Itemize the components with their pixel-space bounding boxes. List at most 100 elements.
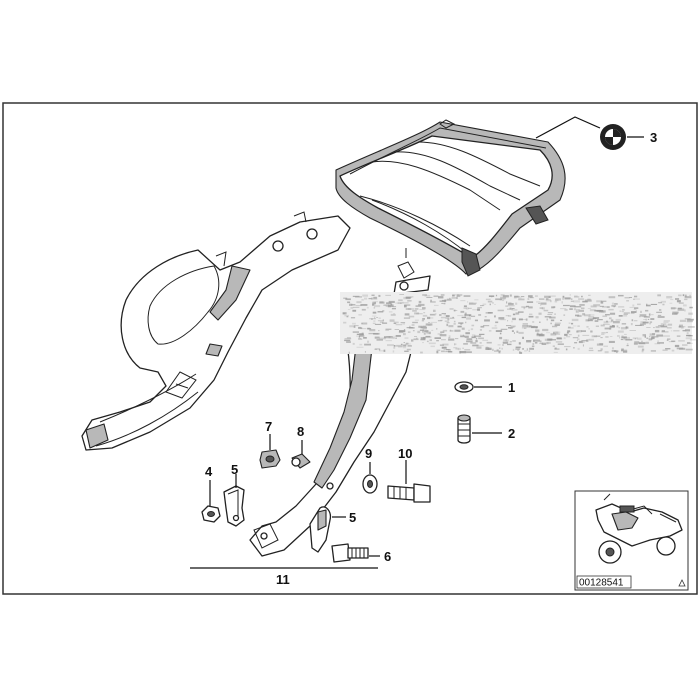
noise-speck bbox=[633, 320, 638, 322]
noise-speck bbox=[457, 347, 461, 351]
noise-speck bbox=[352, 309, 357, 312]
noise-speck bbox=[517, 349, 520, 351]
noise-speck bbox=[403, 329, 406, 331]
noise-speck bbox=[532, 343, 535, 345]
noise-speck bbox=[346, 337, 351, 339]
noise-speck bbox=[670, 307, 677, 309]
noise-speck bbox=[608, 321, 613, 323]
noise-speck bbox=[686, 332, 689, 335]
noise-speck bbox=[564, 309, 568, 311]
noise-speck bbox=[445, 317, 450, 319]
luggage-rack bbox=[335, 119, 566, 277]
noise-speck bbox=[455, 338, 459, 340]
noise-speck bbox=[631, 319, 634, 322]
noise-speck bbox=[452, 294, 455, 297]
noise-speck bbox=[360, 328, 367, 330]
noise-speck bbox=[615, 318, 621, 321]
noise-speck bbox=[405, 296, 411, 299]
noise-speck bbox=[420, 339, 426, 341]
noise-speck bbox=[352, 342, 355, 345]
noise-speck bbox=[638, 342, 646, 345]
noise-speck bbox=[497, 344, 501, 346]
washer-part-1 bbox=[454, 381, 474, 393]
noise-speck bbox=[503, 339, 507, 341]
noise-speck bbox=[491, 327, 498, 329]
noise-speck bbox=[502, 298, 506, 300]
noise-speck bbox=[358, 335, 365, 337]
noise-speck bbox=[629, 306, 634, 308]
noise-speck bbox=[479, 333, 485, 335]
noise-speck bbox=[528, 350, 531, 352]
noise-speck bbox=[621, 311, 624, 313]
noise-speck bbox=[544, 295, 551, 298]
noise-speck bbox=[446, 323, 449, 327]
noise-speck bbox=[539, 342, 543, 344]
noise-speck bbox=[662, 326, 665, 327]
noise-speck bbox=[511, 308, 515, 309]
noise-speck bbox=[541, 307, 545, 310]
noise-speck bbox=[634, 307, 639, 309]
noise-speck bbox=[440, 316, 446, 319]
noise-speck bbox=[390, 303, 393, 305]
noise-speck bbox=[403, 342, 405, 344]
noise-speck bbox=[373, 320, 376, 322]
noise-speck bbox=[514, 296, 521, 298]
noise-speck bbox=[687, 326, 695, 328]
noise-speck bbox=[644, 335, 646, 338]
noise-speck bbox=[682, 344, 688, 346]
noise-speck bbox=[395, 302, 399, 304]
noise-speck bbox=[681, 326, 684, 329]
noise-speck bbox=[518, 342, 521, 345]
noise-speck bbox=[404, 313, 410, 316]
noise-speck bbox=[422, 318, 425, 320]
noise-speck bbox=[436, 340, 439, 342]
noise-speck bbox=[639, 324, 644, 326]
noise-speck bbox=[403, 344, 407, 347]
noise-speck bbox=[377, 311, 384, 313]
noise-speck bbox=[625, 326, 628, 328]
noise-speck bbox=[624, 297, 630, 299]
noise-speck bbox=[536, 301, 541, 303]
noise-speck bbox=[430, 345, 435, 348]
part-number: 00128541 bbox=[579, 578, 624, 589]
noise-speck bbox=[563, 304, 570, 307]
noise-speck bbox=[511, 320, 513, 323]
callout-10: 10 bbox=[398, 446, 412, 461]
noise-speck bbox=[509, 294, 512, 297]
noise-speck bbox=[598, 310, 606, 313]
noise-speck bbox=[408, 315, 415, 318]
noise-speck bbox=[452, 316, 454, 318]
noise-speck bbox=[343, 297, 348, 299]
noise-speck bbox=[448, 325, 454, 328]
noise-speck bbox=[568, 322, 571, 324]
noise-speck bbox=[569, 294, 571, 296]
noise-speck bbox=[464, 335, 469, 338]
noise-speck bbox=[479, 329, 482, 331]
noise-speck bbox=[465, 321, 467, 324]
noise-speck bbox=[571, 298, 573, 300]
noise-speck bbox=[383, 304, 390, 306]
noise-speck bbox=[600, 324, 605, 327]
noise-speck bbox=[414, 312, 420, 315]
noise-speck bbox=[483, 325, 490, 327]
noise-speck bbox=[470, 342, 477, 344]
noise-speck bbox=[403, 333, 406, 336]
noise-speck bbox=[471, 336, 476, 339]
noise-speck bbox=[347, 301, 351, 304]
noise-speck bbox=[452, 294, 459, 296]
noise-speck bbox=[539, 298, 545, 300]
noise-speck bbox=[590, 305, 597, 308]
noise-speck bbox=[512, 326, 515, 328]
noise-speck bbox=[550, 319, 555, 322]
noise-speck bbox=[650, 318, 655, 320]
noise-speck bbox=[679, 319, 686, 322]
noise-speck bbox=[344, 314, 349, 317]
noise-speck bbox=[646, 327, 651, 328]
noise-speck bbox=[372, 303, 375, 306]
noise-speck bbox=[529, 313, 533, 315]
noise-speck bbox=[393, 313, 395, 315]
noise-speck bbox=[657, 316, 665, 318]
noise-speck bbox=[407, 345, 412, 347]
noise-speck bbox=[531, 345, 535, 347]
noise-speck bbox=[678, 294, 682, 297]
